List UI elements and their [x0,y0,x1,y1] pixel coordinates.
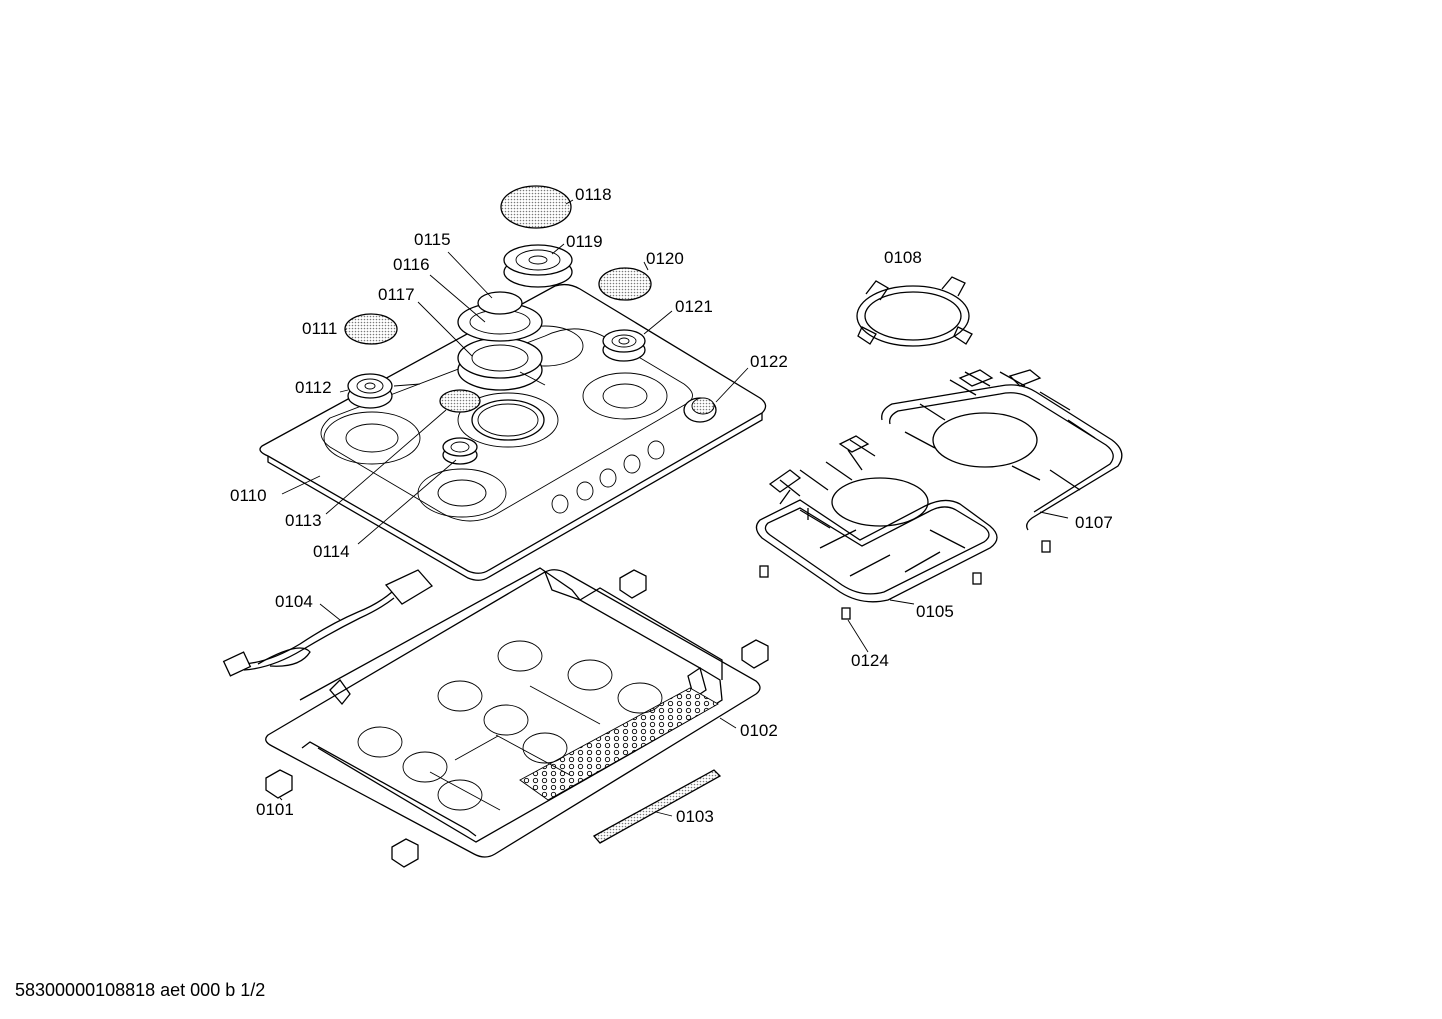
label-0101: 0101 [256,800,294,819]
label-0110: 0110 [230,486,267,505]
burner-0112 [347,373,393,409]
label-0118: 0118 [575,185,612,204]
document-footer: 58300000108818 aet 000 b 1/2 [15,980,266,1000]
label-0107: 0107 [1075,513,1113,532]
knob-0122 [683,397,717,423]
label-0113: 0113 [285,511,322,530]
wok-ring-0108 [856,276,973,347]
pan-support-0105 [755,435,998,603]
pan-support-0107 [881,369,1123,531]
burner-0119 [503,244,573,288]
cap-0111 [344,313,398,345]
cap-0120 [598,267,652,301]
label-0121: 0121 [675,297,713,316]
label-0108: 0108 [884,248,922,267]
label-0120: 0120 [646,249,684,268]
label-0117: 0117 [378,285,415,304]
label-0103: 0103 [676,807,714,826]
burner-0121 [602,329,646,362]
label-0102: 0102 [740,721,778,740]
label-0111: 0111 [302,319,337,338]
label-0114: 0114 [313,542,350,561]
label-0119: 0119 [566,232,603,251]
label-0105: 0105 [916,602,954,621]
label-0116: 0116 [393,255,430,274]
cap-0118 [500,185,572,229]
label-0104: 0104 [275,592,313,611]
bracket-0101 [265,569,769,868]
label-0124: 0124 [851,651,889,670]
part-labels: 0118 0115 0119 0120 0108 0116 0117 0121 … [230,185,1113,826]
rubber-feet-0124 [759,540,1051,620]
wok-burner-stack [457,291,543,391]
seal-strip-0103 [592,769,722,844]
cap-0113-top [439,389,481,413]
label-0115: 0115 [414,230,451,249]
power-cable-0104 [222,569,434,677]
label-0122: 0122 [750,352,788,371]
bottom-tray-0102 [265,567,761,858]
leader-lines [279,199,1069,817]
label-0112: 0112 [295,378,332,397]
burner-0113 [442,437,478,465]
